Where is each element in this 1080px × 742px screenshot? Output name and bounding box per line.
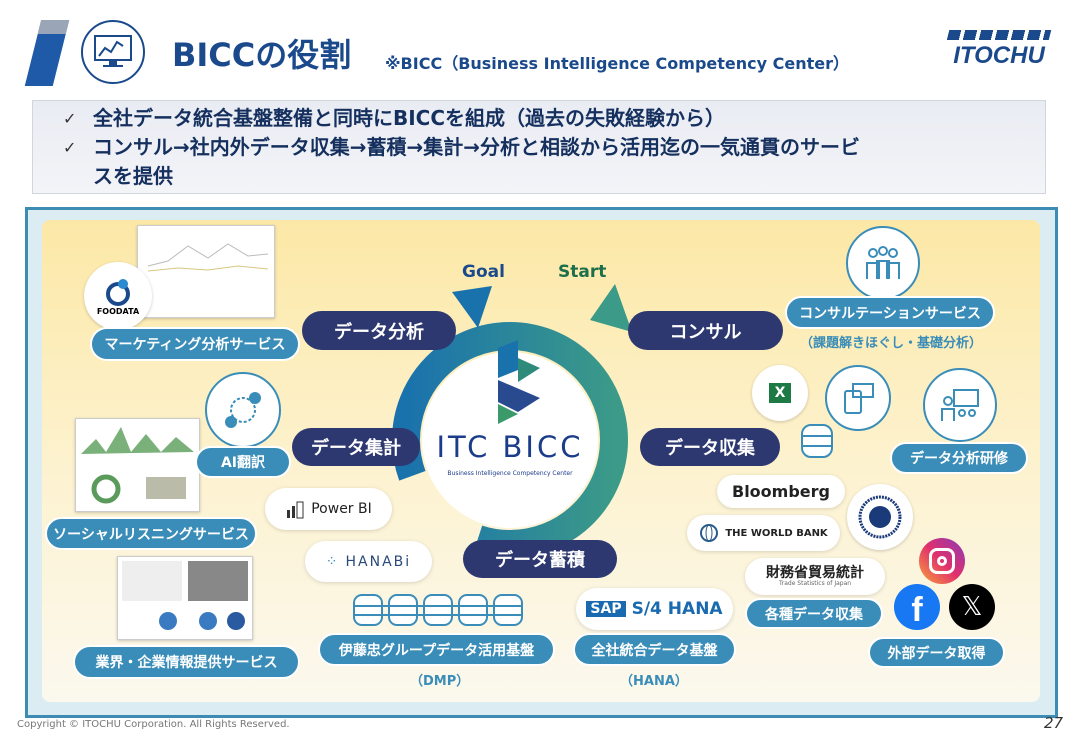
center-title: ITC BICC: [436, 430, 584, 464]
dmp-note: （DMP）: [410, 674, 470, 689]
powerbi-icon: [287, 501, 304, 519]
center-circle: [422, 352, 598, 528]
worldbank-logo: THE WORLD BANK: [687, 515, 840, 551]
database-icon: [801, 424, 833, 458]
x-twitter-icon: 𝕏: [949, 584, 995, 630]
bullet-item: ✓全社データ統合基盤整備と同時にBICCを組成（過去の失敗経験から）: [63, 104, 1045, 133]
foodata-icon: [106, 278, 130, 306]
sap-icon: SAP: [586, 601, 626, 617]
check-icon: ✓: [63, 109, 77, 128]
ai-translation-label: AI翻訳: [195, 446, 291, 478]
social-listening-label: ソーシャルリスニングサービス: [45, 517, 257, 550]
dmp-label: 伊藤忠グループデータ活用基盤: [318, 633, 555, 666]
bicc-b-logo-icon: [498, 340, 540, 424]
database-stack-icon: [353, 594, 523, 626]
summary-box: ✓全社データ統合基盤整備と同時にBICCを組成（過去の失敗経験から） ✓コンサル…: [32, 100, 1046, 194]
center-subtitle: Business Intelligence Competency Center: [447, 470, 573, 477]
step-analyze: データ分析: [302, 311, 456, 350]
check-icon: ✓: [63, 138, 77, 157]
hana-label: 全社統合データ基盤: [573, 633, 736, 666]
industry-info-screenshot: [117, 556, 253, 640]
various-data-label: 各種データ収集: [745, 598, 883, 629]
external-data-label: 外部データ取得: [868, 637, 1005, 668]
title-accent-bar: [24, 20, 70, 86]
step-collect: データ収集: [640, 428, 780, 466]
copyright: Copyright © ITOCHU Corporation. All Righ…: [17, 719, 290, 730]
ai-brain-icon: [205, 372, 281, 448]
instagram-icon: [919, 538, 965, 584]
globe-icon: [700, 524, 719, 542]
page-title: BICCの役割: [172, 36, 352, 74]
page-number: 27: [1044, 714, 1064, 732]
bullet-item: ✓コンサル→社内外データ収集→蓄積→集計→分析と相談から活用迄の一気通貫のサービ: [63, 133, 1045, 162]
start-label: Start: [558, 262, 607, 282]
powerbi-logo: Power BI: [265, 488, 392, 530]
page-subtitle: ※BICC（Business Intelligence Competency C…: [385, 54, 850, 73]
goal-arrowhead: [452, 286, 492, 328]
foodata-logo: FOODATA: [84, 262, 152, 330]
training-label: データ分析研修: [890, 442, 1028, 474]
logo-bars-decoration: [946, 30, 1052, 40]
itochu-logo: ITOCHU: [946, 30, 1052, 70]
goal-label: Goal: [462, 262, 505, 282]
consultation-note: （課題解きほぐし・基礎分析）: [800, 336, 983, 351]
bullet-item: スを提供: [93, 164, 173, 188]
step-store: データ蓄積: [463, 540, 617, 578]
step-aggregate: データ集計: [292, 428, 420, 466]
start-arrowhead: [590, 284, 632, 332]
people-group-icon: [846, 226, 920, 300]
hanabi-icon: ⁘: [325, 553, 340, 570]
step-consult: コンサル: [628, 311, 783, 350]
industry-info-label: 業界・企業情報提供サービス: [73, 645, 300, 679]
facebook-icon: f: [894, 584, 940, 630]
marketing-service-label: マーケティング分析サービス: [90, 327, 300, 361]
bloomberg-logo: Bloomberg: [717, 475, 845, 508]
social-listening-screenshot: [75, 418, 200, 512]
hana-note: （HANA）: [620, 674, 688, 689]
imf-seal-logo: [847, 484, 913, 550]
consultation-service-label: コンサルテーションサービス: [785, 296, 995, 329]
marketing-screenshot: [137, 225, 275, 318]
hanabi-logo: ⁘HANABi: [305, 541, 432, 582]
excel-icon: X: [752, 365, 808, 421]
training-presentation-icon: [923, 368, 997, 442]
dashboard-monitor-icon: [81, 20, 145, 84]
card-reader-icon: [825, 365, 891, 431]
